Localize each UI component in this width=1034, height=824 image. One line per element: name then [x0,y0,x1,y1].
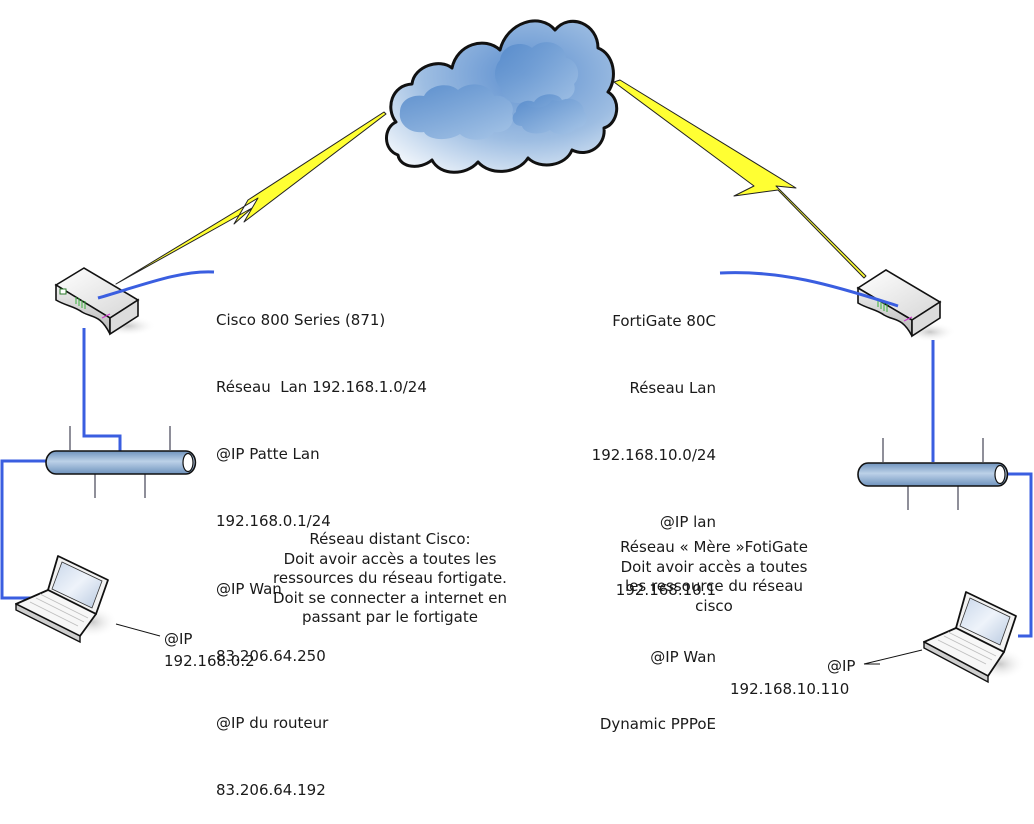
fortigate-lan-label: Réseau Lan [629,379,716,398]
cisco-router-ip-value: 83.206.64.192 [216,781,326,800]
wan-link-fortigate-icon [613,79,867,279]
fortigate-router-icon [856,269,956,342]
fortigate-lan-network: 192.168.10.0/24 [591,446,716,465]
fortigate-lan-ip-value: 192.168.10.1 [615,580,716,599]
cisco-ethernet-bus-icon [45,426,197,498]
fortigate-laptop-ip-value: 192.168.10.110 [730,680,850,698]
note-line: Réseau « Mère »FotiGate [620,538,808,556]
fortigate-router-info: FortiGate 80C Réseau Lan 192.168.10.0/24… [592,265,716,758]
cisco-lan-network: Réseau Lan 192.168.1.0/24 [216,378,427,397]
note-line: passant par le fortigate [301,608,478,626]
cisco-laptop-ip-label: @IP [164,630,193,648]
cisco-bus-to-laptop-link [0,459,46,600]
note-line: Doit avoir accès a toutes les [283,549,497,568]
cisco-wan-ip-value: 83.206.64.250 [216,646,326,665]
cisco-model-label: Cisco 800 Series (871) [216,310,386,329]
note-line: Réseau distant Cisco: [309,530,471,548]
cisco-laptop-ip: @IP 192.168.0.2 [164,628,255,673]
fortigate-wan-ip-label: @IP Wan [650,647,716,666]
fortigate-laptop-ip-label: @IP [827,657,856,675]
fortigate-wan-ip-value: Dynamic PPPoE [599,715,716,734]
fortigate-label-connector [719,271,899,308]
cisco-laptop-ip-value: 192.168.0.2 [164,652,255,671]
fortigate-main-network-note: Réseau « Mère »FotiGate Doit avoir accès… [596,538,832,616]
cisco-lan-ip-label: @IP Patte Lan [216,445,320,464]
cisco-router-ip-label: @IP du routeur [216,714,329,733]
fortigate-model-label: FortiGate 80C [612,311,716,330]
note-line: Doit avoir accès a toutes [620,557,808,576]
cisco-router-to-bus-link [82,328,122,452]
note-line: les ressource du réseau [624,577,804,595]
cisco-router-icon [54,267,156,336]
wan-link-cisco-icon [115,111,387,285]
lan-links [0,270,1033,638]
cisco-wan-ip-label: @IP Wan [216,579,282,598]
note-line: ressources du réseau fortigate. [273,569,507,587]
note-line: Doit se connecter a internet en [272,588,508,607]
cisco-laptop-icon [15,555,161,644]
cisco-label-connector [97,270,215,300]
fortigate-ethernet-bus-icon [857,438,1009,510]
network-diagram-canvas [0,19,1033,684]
cisco-remote-network-note: Réseau distant Cisco: Doit avoir accès a… [240,530,540,628]
fortigate-lan-ip-label: @IP lan [659,513,716,532]
fortigate-laptop-icon [863,591,1026,684]
fortigate-bus-to-laptop-link [1008,472,1033,638]
cisco-lan-ip-value: 192.168.0.1/24 [216,512,331,531]
note-line: cisco [695,596,733,615]
internet-cloud-icon [385,19,619,174]
